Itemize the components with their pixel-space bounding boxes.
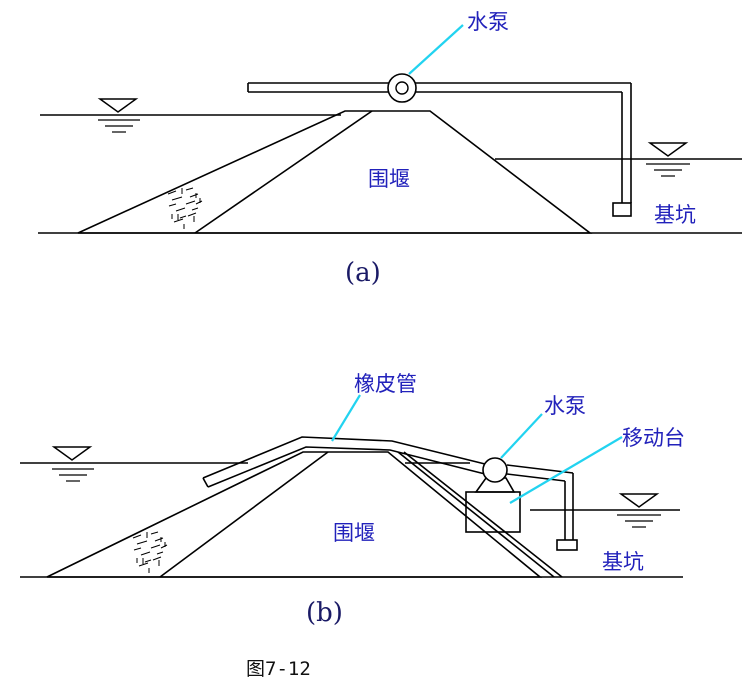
- slope-line-b2: [403, 451, 563, 578]
- water-level-symbol-left-a: [97, 98, 140, 133]
- panel-a: 水泵 围堰 基坑 (a): [38, 10, 742, 288]
- suction-strainer-b: [556, 539, 578, 551]
- pump-label-a: 水泵: [467, 10, 509, 34]
- dam-label-a: 围堰: [368, 167, 410, 191]
- slope-line-b1: [397, 451, 555, 578]
- pump-icon-a: [387, 73, 417, 103]
- pump-leader-a: [408, 24, 464, 75]
- caption-b: (b): [306, 598, 343, 628]
- figure-number: 图7-12: [246, 658, 311, 680]
- caption-a: (a): [345, 258, 381, 288]
- pump-base-b: [474, 477, 516, 493]
- water-level-symbol-right-b: [617, 493, 661, 528]
- core-line-a: [194, 110, 373, 234]
- cofferdam-body-a: [77, 110, 593, 234]
- pump-leader-b: [500, 413, 543, 459]
- pit-label-b: 基坑: [602, 550, 644, 574]
- clay-hatch-a: [167, 187, 203, 229]
- water-level-symbol-right-a: [646, 142, 690, 177]
- discharge-pipe-a: [247, 82, 632, 203]
- suction-pipe-b: [506, 464, 574, 540]
- core-line-b: [159, 451, 329, 578]
- water-level-symbol-left-b: [51, 446, 94, 482]
- platform-leader-b: [509, 436, 623, 504]
- hose-leader-b: [331, 394, 361, 442]
- pit-label-a: 基坑: [654, 203, 696, 227]
- pump-label-b: 水泵: [544, 394, 586, 418]
- pump-icon-b: [482, 457, 508, 483]
- platform-label-b: 移动台: [622, 426, 685, 450]
- rubber-hose-b: [202, 436, 486, 488]
- hose-label-b: 橡皮管: [354, 372, 417, 396]
- cofferdam-body-b: [46, 451, 543, 578]
- dam-label-b: 围堰: [333, 521, 375, 545]
- suction-strainer-a: [612, 202, 632, 217]
- panel-b: 橡皮管 水泵 移动台 围堰 基坑 (b): [20, 372, 685, 628]
- clay-hatch-b: [132, 531, 168, 573]
